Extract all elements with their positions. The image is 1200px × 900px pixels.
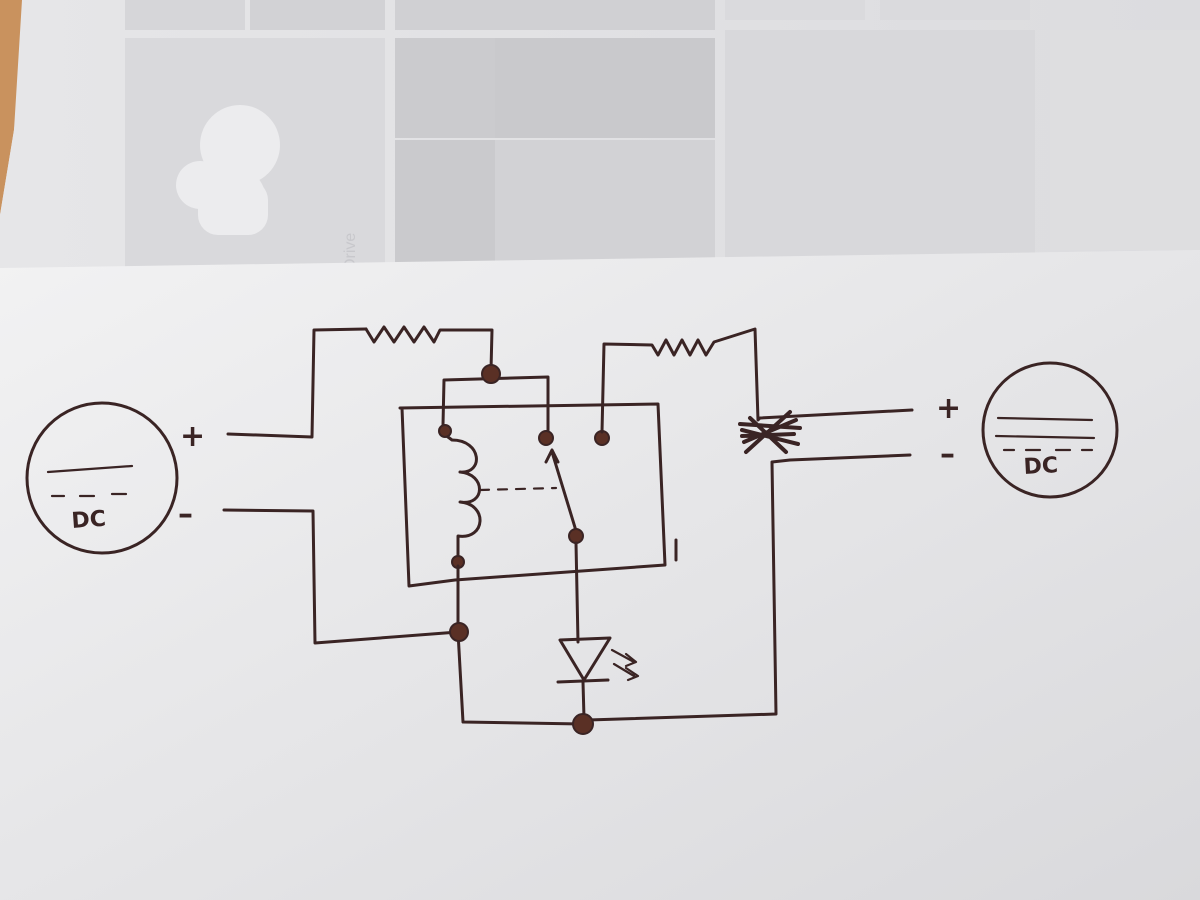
left-minus-sign: –	[178, 497, 193, 532]
relay-switch-arm	[544, 448, 579, 536]
left-plus-sign: +	[180, 419, 205, 454]
resistor-1	[364, 325, 494, 372]
paper-sheet	[0, 250, 1200, 900]
left-dc-label: DC	[71, 507, 107, 534]
background-printed-sheet: Drive	[0, 0, 1200, 275]
right-plus-sign: +	[936, 391, 961, 426]
wire-left-plus	[226, 327, 368, 439]
relay-box	[398, 402, 667, 588]
wire-coil-bottom	[456, 564, 584, 726]
left-dc-source: DC	[25, 401, 179, 555]
junction-bottom-left	[449, 622, 469, 642]
wire-led-bottom	[581, 680, 586, 720]
cloud-icon	[176, 105, 280, 235]
drive-tile-label: Drive	[342, 233, 359, 270]
crossed-out-junction	[738, 410, 802, 454]
switch-pivot	[568, 528, 584, 544]
wire-right-minus	[586, 453, 912, 722]
right-dc-label: DC	[1023, 453, 1059, 480]
switch-contact-nc	[538, 430, 554, 446]
relay-coupling	[478, 486, 558, 492]
schematic: DC + –	[25, 325, 1119, 735]
junction-bottom	[572, 713, 594, 735]
wire-switch-led	[574, 541, 580, 644]
coil-terminal-top	[438, 424, 452, 438]
right-dc-source: DC	[981, 361, 1119, 499]
wire-left-minus	[222, 508, 460, 645]
right-minus-sign: –	[940, 437, 955, 472]
resistor-2	[600, 327, 914, 434]
junction-top	[481, 364, 501, 384]
